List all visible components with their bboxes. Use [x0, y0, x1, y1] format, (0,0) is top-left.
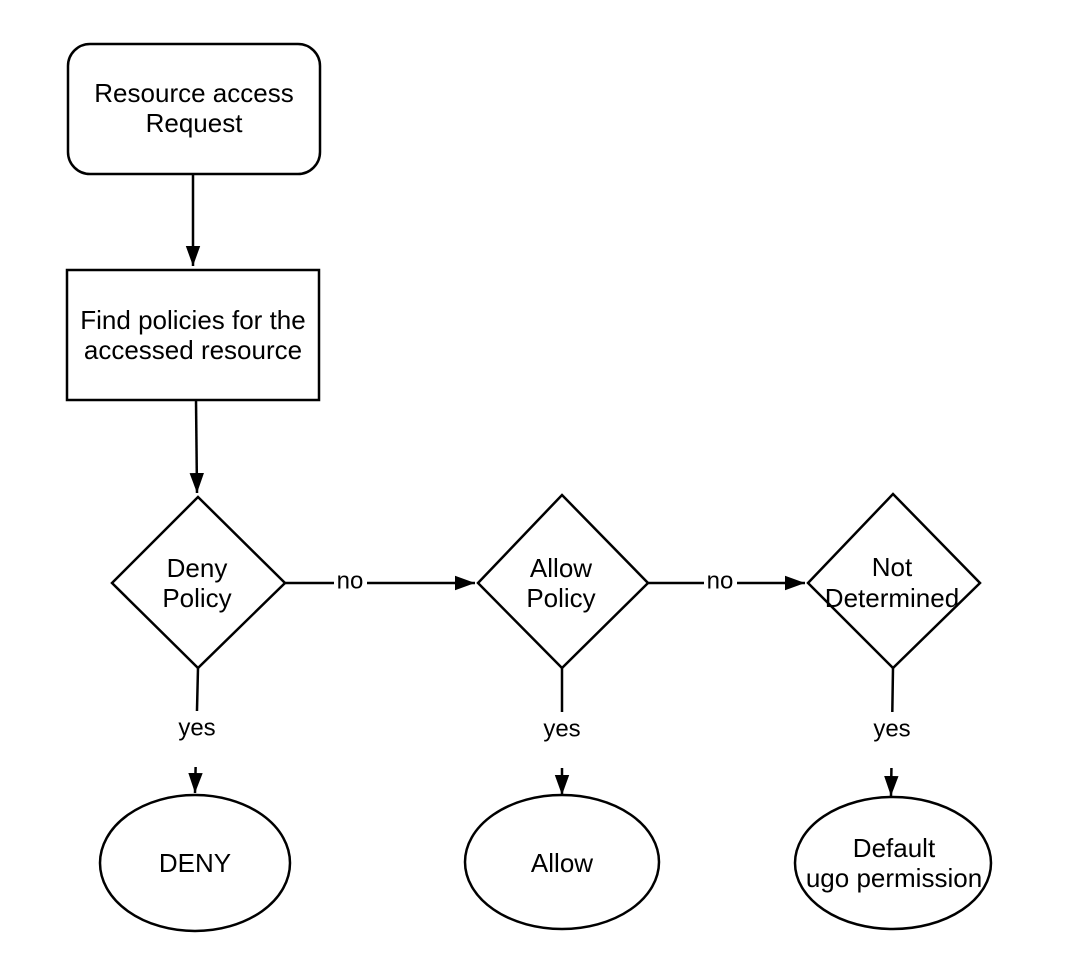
deny-policy-label-line1: Deny [167, 553, 228, 583]
start-node-label-line1: Resource access [94, 78, 293, 108]
edge-label-bg [174, 711, 221, 767]
find-policies-node [65, 268, 321, 402]
deny-result-label: DENY [159, 848, 231, 878]
edge-label-yes-3: yes [873, 716, 910, 743]
edge-find-policies-to-deny-policy [189, 399, 204, 494]
deny-policy-label-line2: Policy [162, 583, 231, 613]
allow-result-node [463, 793, 661, 931]
not-determined-label-line1: Not [872, 552, 913, 582]
edge-label-no-2: no [707, 568, 734, 595]
edge-label-bg [334, 569, 367, 594]
start-node-label-line2: Request [146, 108, 244, 138]
allow-policy-label-line1: Allow [530, 553, 592, 583]
deny-policy-decision-node [110, 495, 287, 670]
not-determined-label-line2: Determined [825, 583, 959, 613]
edge-label-no-1: no [337, 568, 364, 595]
default-result-label-line1: Default [853, 833, 936, 863]
edge-label-yes-1: yes [178, 715, 215, 742]
allow-policy-label-line2: Policy [526, 583, 595, 613]
edge-label-bg [539, 712, 586, 768]
edge-label-bg [869, 712, 916, 768]
edge-label-bg [704, 569, 737, 594]
not-determined-decision-node [806, 492, 982, 670]
find-policies-label-line2: accessed resource [84, 335, 302, 365]
default-result-label-line2: ugo permission [806, 863, 982, 893]
edge-label-yes-2: yes [543, 716, 580, 743]
deny-result-node [98, 793, 292, 933]
start-node [66, 42, 322, 176]
default-result-node [793, 795, 993, 931]
allow-policy-decision-node [476, 493, 650, 670]
allow-result-label: Allow [531, 848, 593, 878]
find-policies-label-line1: Find policies for the [80, 305, 305, 335]
